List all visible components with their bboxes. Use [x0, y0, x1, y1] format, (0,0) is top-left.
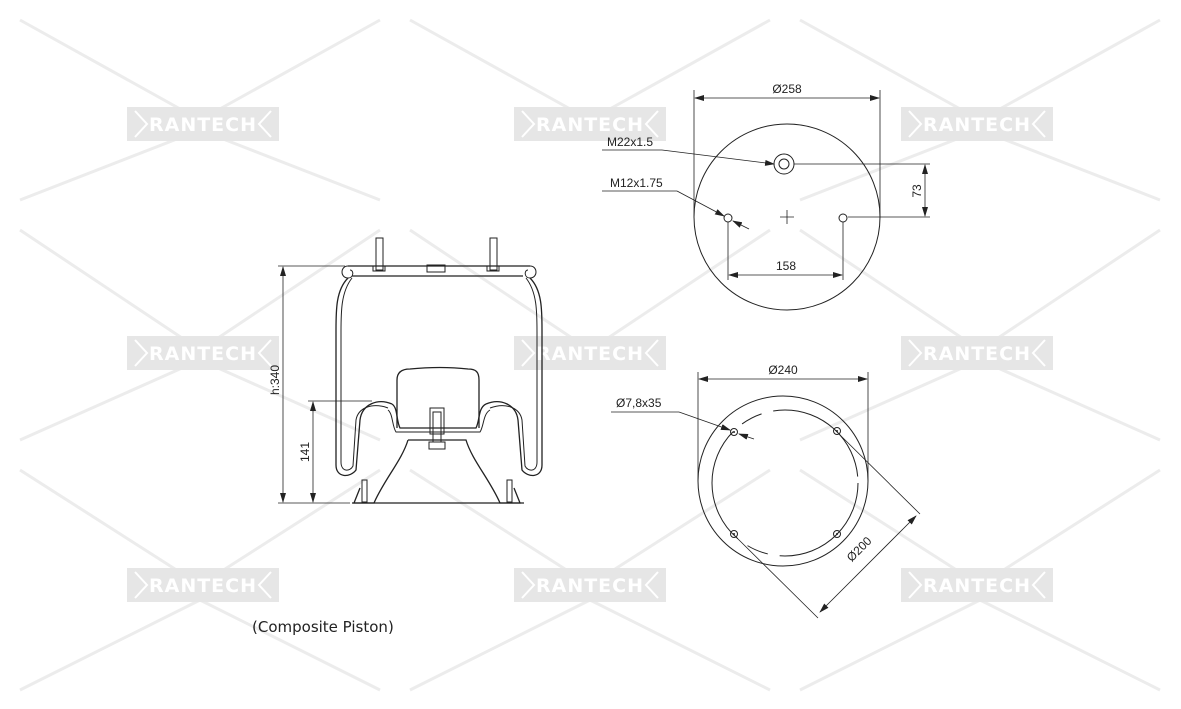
- diameter-label: Ø240: [768, 363, 798, 377]
- height-label: h:340: [268, 365, 282, 395]
- bellows-right: [485, 277, 543, 477]
- watermark: RANTECH: [901, 568, 1053, 602]
- top-plate: [348, 265, 530, 277]
- text: RANTECH: [536, 114, 644, 136]
- caption: (Composite Piston): [252, 618, 394, 636]
- piston-height-label: 141: [298, 442, 312, 462]
- background-pattern: [19, 18, 1161, 692]
- hole-label: Ø7,8x35: [616, 396, 662, 410]
- watermarks: RANTECH RANTECH RANTECH RANTECH RANTECH …: [127, 107, 1053, 602]
- offset-label: 73: [910, 184, 924, 198]
- watermark: RANTECH: [901, 107, 1053, 141]
- text: RANTECH: [149, 343, 257, 365]
- watermark: RANTECH: [127, 336, 279, 370]
- bolt-circle-label: Ø200: [844, 534, 875, 565]
- stud-hole: [723, 213, 733, 223]
- watermark: RANTECH: [514, 107, 666, 141]
- text: RANTECH: [923, 114, 1031, 136]
- text: RANTECH: [149, 575, 257, 597]
- stud: [489, 237, 498, 271]
- stud-thread-label: M12x1.75: [610, 176, 663, 190]
- watermark: RANTECH: [514, 568, 666, 602]
- watermark: RANTECH: [514, 336, 666, 370]
- watermark: RANTECH: [901, 336, 1053, 370]
- text: RANTECH: [923, 575, 1031, 597]
- top-view: Ø258 M22x1.5 M12x1.75 158 73: [602, 82, 930, 311]
- bolt-circle: [711, 409, 859, 557]
- stud-hole: [838, 213, 848, 223]
- air-fitting-hole: [773, 153, 795, 175]
- side-view: h:340 141: [268, 237, 543, 504]
- watermark: RANTECH: [127, 568, 279, 602]
- air-fitting: [426, 264, 446, 273]
- bellows-left: [335, 277, 393, 477]
- stud: [375, 237, 384, 271]
- text: RANTECH: [923, 343, 1031, 365]
- center-thread-label: M22x1.5: [607, 135, 653, 149]
- bumper: [396, 366, 480, 428]
- watermark: RANTECH: [127, 107, 279, 141]
- text: RANTECH: [149, 114, 257, 136]
- stud-spacing-label: 158: [776, 259, 796, 273]
- diameter-label: Ø258: [772, 82, 802, 96]
- text: RANTECH: [536, 343, 644, 365]
- mounting-holes: [730, 427, 841, 538]
- text: RANTECH: [536, 575, 644, 597]
